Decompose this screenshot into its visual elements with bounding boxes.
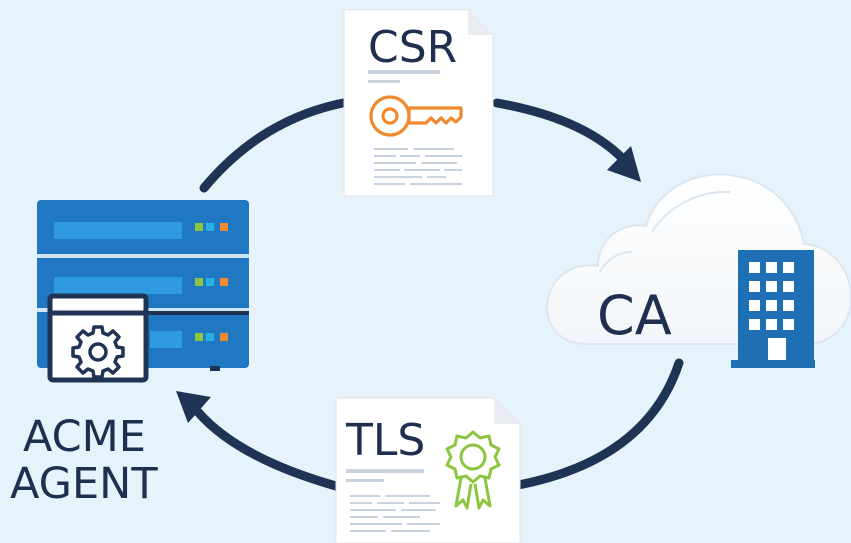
tls-document: TLS — [335, 397, 521, 543]
agent-label-line2: AGENT — [10, 459, 158, 509]
tls-label: TLS — [345, 415, 425, 466]
arrowhead-agent — [176, 391, 211, 423]
tls-text-lines — [350, 495, 440, 532]
csr-text-lines — [374, 148, 462, 185]
certificate-badge-icon — [445, 430, 501, 510]
csr-label: CSR — [368, 22, 457, 73]
csr-document: CSR — [343, 9, 494, 197]
ca-node: CA — [546, 173, 851, 368]
arrow-ca-to-tls — [508, 358, 684, 491]
arrow-csr-to-ca — [492, 98, 627, 163]
arrow-agent-to-csr — [199, 97, 353, 193]
config-window — [47, 293, 249, 383]
building-icon — [731, 250, 815, 368]
acme-agent-node: ACME AGENT — [10, 200, 249, 509]
cycle-arrows — [176, 97, 684, 491]
agent-label-line1: ACME — [23, 412, 146, 462]
server-leds — [195, 223, 228, 341]
arrowhead-ca — [607, 146, 641, 182]
arrow-tls-to-agent — [193, 407, 341, 491]
key-icon — [369, 95, 463, 137]
ca-label: CA — [597, 284, 672, 347]
gear-icon — [71, 325, 125, 379]
